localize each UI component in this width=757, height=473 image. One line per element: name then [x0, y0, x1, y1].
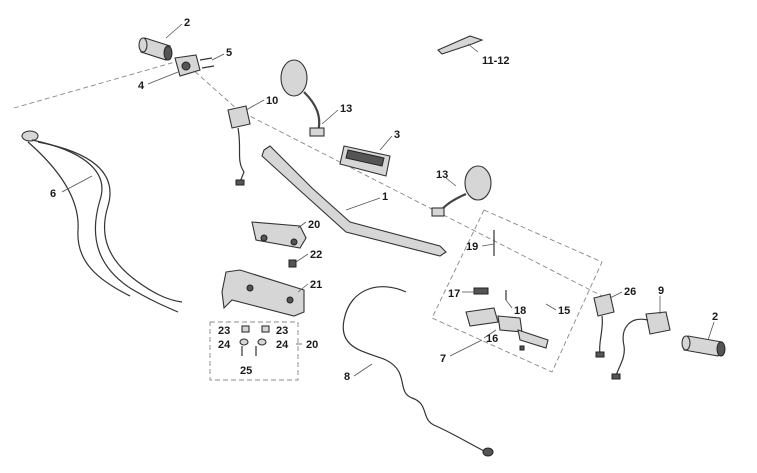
- part-tool: [437, 35, 484, 55]
- part-left-switch: [227, 105, 251, 186]
- part-instrument: [339, 145, 391, 177]
- part-throttle-cables: [21, 130, 183, 313]
- label-25: 25: [240, 365, 252, 377]
- label-21: 21: [310, 279, 322, 291]
- label-13-left-mirror: 13: [340, 103, 352, 115]
- label-2-right-grip: 2: [712, 311, 718, 323]
- part-brake-hose: [342, 286, 487, 453]
- label-6: 6: [50, 188, 56, 200]
- part-left-mirror: [280, 59, 325, 137]
- label-24-right: 24: [276, 339, 289, 351]
- part-hose-end: [482, 447, 494, 457]
- label-9: 9: [658, 285, 664, 297]
- label-17: 17: [448, 288, 460, 300]
- label-26: 26: [624, 286, 636, 298]
- label-24-left: 24: [218, 339, 231, 351]
- part-throttle-control: [611, 311, 671, 380]
- part-brake-master-cylinder: [465, 230, 549, 351]
- part-handlebar-clamp: [251, 221, 307, 249]
- label-19: 19: [466, 241, 478, 253]
- label-23-left: 23: [218, 325, 230, 337]
- leader-lines: [61, 23, 715, 377]
- label-11-12: 11-12: [482, 55, 510, 67]
- label-3: 3: [394, 129, 400, 141]
- brake-assembly-box: [431, 209, 603, 373]
- part-hardware-kit: [239, 325, 270, 356]
- part-right-grip: [681, 335, 726, 357]
- label-13-right-mirror: 13: [436, 169, 448, 181]
- label-20-kit: 20: [306, 339, 318, 351]
- part-right-mirror: [431, 165, 492, 217]
- label-5: 5: [226, 47, 232, 59]
- part-left-grip: [138, 37, 173, 61]
- label-20-clamp: 20: [308, 219, 320, 231]
- part-labels: 2 5 4 10 13 3 11-12 6 1 13 20 22 19 21 1…: [50, 17, 718, 383]
- label-22: 22: [310, 249, 322, 261]
- part-right-switch: [593, 293, 615, 358]
- label-16: 16: [486, 333, 498, 345]
- hardware-kit-box: [209, 321, 299, 381]
- label-15: 15: [558, 305, 570, 317]
- label-18: 18: [514, 305, 526, 317]
- label-23-right: 23: [276, 325, 288, 337]
- part-handlebar: [261, 145, 447, 257]
- part-bolt: [288, 259, 297, 268]
- reference-line: [13, 59, 611, 301]
- label-10: 10: [266, 95, 278, 107]
- label-8: 8: [344, 371, 350, 383]
- label-1: 1: [382, 191, 388, 203]
- part-screws: [199, 57, 215, 69]
- label-4: 4: [138, 80, 145, 92]
- label-7: 7: [440, 353, 446, 365]
- part-throttle-housing: [174, 54, 201, 77]
- part-mount-bracket: [221, 269, 305, 317]
- label-2-left-grip: 2: [184, 17, 190, 29]
